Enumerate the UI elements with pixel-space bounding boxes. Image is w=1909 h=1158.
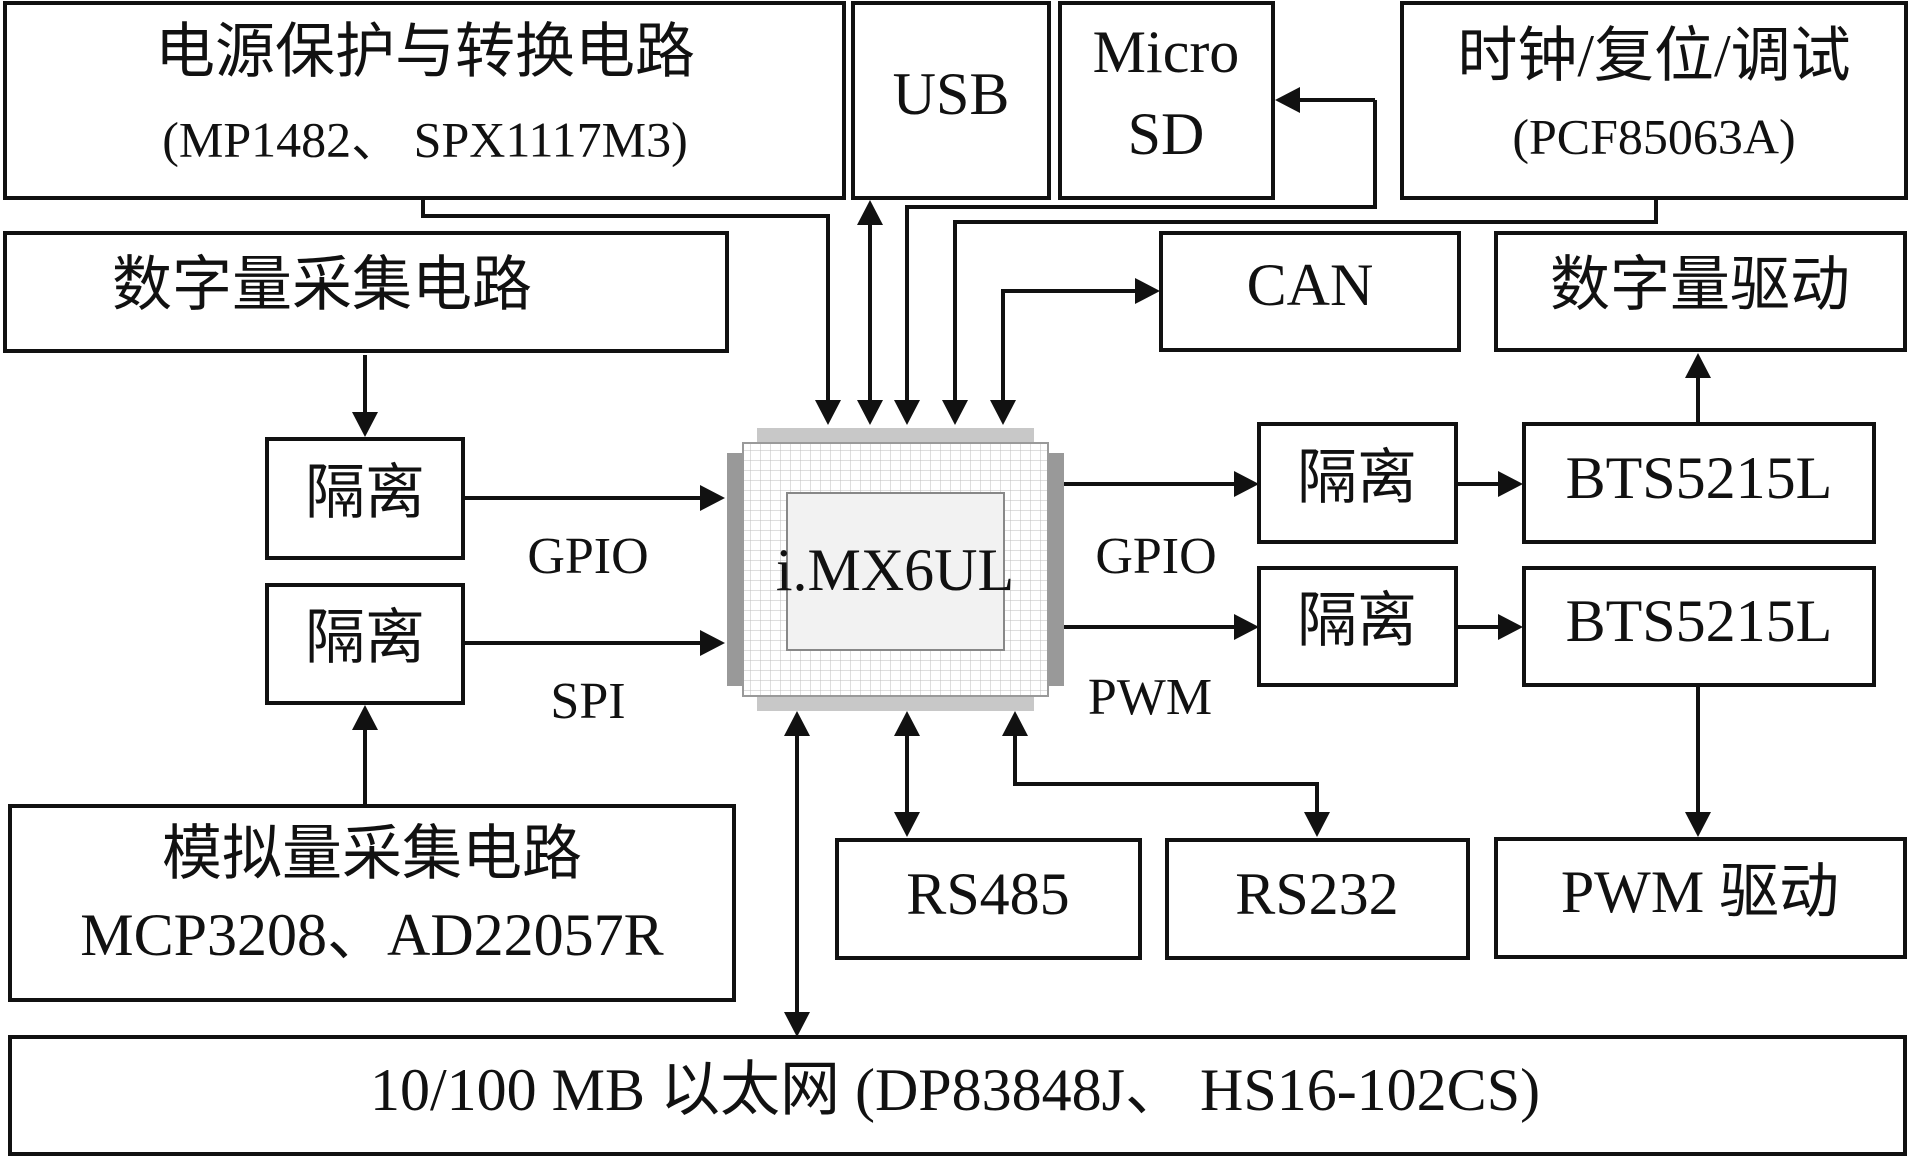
digital-acq-block-frame [3,231,729,353]
analog-acq-block-parts: MCP3208、AD22057R [80,902,663,968]
power-block: 电源保护与转换电路 (MP1482、 SPX1117M3) [3,1,846,200]
bts-1-block: BTS5215L [1522,422,1876,544]
rs485-arrowhead-down [894,812,920,837]
pwm-out-signal-label: PWM [1088,669,1212,726]
iso-to-bts1-arrowhead [1498,471,1523,497]
can-block-frame [1159,231,1461,352]
usb-arrowhead-down [857,400,883,425]
analog-acq-block: 模拟量采集电路 MCP3208、AD22057R [8,804,736,1002]
cpu-to-microsd-line [905,100,1377,400]
power-to-cpu-arrowhead [815,400,841,425]
gpio-in-signal-label: GPIO [527,528,648,585]
ethernet-arrowhead-up [784,711,810,736]
can-block: CAN [1159,231,1461,352]
rs232-arrowhead-down [1304,812,1330,837]
clock-block-frame [1400,1,1908,200]
cpu-label: i.MX6UL [776,537,1014,603]
gpio-out-arrowhead [1234,471,1259,497]
connections [352,87,1711,1037]
power-block-frame [3,1,846,200]
bts-2-block: BTS5215L [1522,566,1876,687]
iso-gpio-in-block: 隔离 [265,437,465,560]
cpu-chip: i.MX6UL [727,428,1064,711]
power-block-title: 电源保护与转换电路 [155,19,695,85]
rs485-block-frame [835,838,1142,960]
analog-acq-block-title: 模拟量采集电路 [162,821,582,887]
rs485-block: RS485 [835,838,1142,960]
usb-block-frame [851,1,1051,200]
usb-block: USB [851,1,1051,200]
rs232-block: RS232 [1165,838,1470,960]
gpio-out-signal-label: GPIO [1095,528,1216,585]
iso-gpio-in-frame [265,437,465,560]
rs485-arrowhead-up [894,711,920,736]
pwm-drive-arrowhead [1685,812,1711,837]
rs232-block-label: RS232 [1235,861,1398,927]
digital-acq-block-label: 数字量采集电路 [112,252,532,318]
usb-arrowhead-up [857,200,883,225]
iso-pwm-out-block: 隔离 [1257,566,1458,687]
cpu-to-can-line [1001,289,1135,400]
iso-spi-in-block: 隔离 [265,583,465,705]
clock-to-cpu-line [953,200,1658,400]
digital-drive-block-frame [1494,231,1907,352]
cpu-can-arrowhead [990,400,1016,425]
iso-gpio-out-frame [1257,422,1458,544]
rs232-arrowhead-up [1002,711,1028,736]
analog-acq-arrowhead [352,705,378,730]
clock-block-parts: (PCF85063A) [1512,108,1795,164]
usb-block-label: USB [893,61,1010,127]
gpio-in-arrowhead [700,485,725,511]
cpu-to-rs232-line [1013,736,1319,812]
analog-acq-block-frame [8,804,736,1002]
iso-pwm-out-label: 隔离 [1297,588,1417,654]
cpu-die [786,492,1005,651]
digital-drive-block: 数字量驱动 [1494,231,1907,352]
rs232-block-frame [1165,838,1470,960]
ethernet-block-label: 10/100 MB 以太网 (DP83848J、 HS16-102CS) [370,1057,1540,1123]
bts-2-label: BTS5215L [1566,588,1833,654]
microsd-block-line2: SD [1128,101,1205,167]
microsd-block-frame [1058,1,1275,200]
pwm-drive-block-frame [1494,837,1907,959]
iso-pwm-out-frame [1257,566,1458,687]
pwm-drive-block-label: PWM 驱动 [1561,859,1839,925]
iso-spi-in-label: 隔离 [305,605,425,671]
clock-arrowhead [942,400,968,425]
digital-acq-arrowhead [352,412,378,437]
iso-gpio-out-block: 隔离 [1257,422,1458,544]
digital-acq-block: 数字量采集电路 [3,231,729,353]
clock-block: 时钟/复位/调试 (PCF85063A) [1400,1,1908,200]
bts-1-frame [1522,422,1876,544]
iso-gpio-out-label: 隔离 [1297,445,1417,511]
iso-spi-in-frame [265,583,465,705]
ethernet-block-frame [8,1035,1907,1156]
cpu-top-arrowhead-3 [894,400,920,425]
clock-block-title: 时钟/复位/调试 [1457,23,1850,89]
spi-in-arrowhead [700,630,725,656]
pwm-drive-block: PWM 驱动 [1494,837,1907,959]
ethernet-arrowhead-down [784,1012,810,1037]
bts-1-label: BTS5215L [1566,445,1833,511]
iso-gpio-in-label: 隔离 [305,460,425,526]
power-to-cpu-line [421,200,830,400]
iso-to-bts2-arrowhead [1498,614,1523,640]
microsd-block: Micro SD [1058,1,1275,200]
bts-2-frame [1522,566,1876,687]
digital-drive-block-label: 数字量驱动 [1550,252,1850,318]
spi-in-signal-label: SPI [550,673,625,730]
can-block-label: CAN [1247,252,1374,318]
digital-drive-arrowhead [1685,353,1711,378]
microsd-arrowhead [1275,87,1300,113]
rs485-block-label: RS485 [906,861,1069,927]
microsd-block-line1: Micro [1093,19,1240,85]
can-arrowhead [1135,278,1160,304]
power-block-parts: (MP1482、 SPX1117M3) [162,111,688,167]
pwm-out-arrowhead [1234,614,1259,640]
ethernet-block: 10/100 MB 以太网 (DP83848J、 HS16-102CS) [8,1035,1907,1156]
